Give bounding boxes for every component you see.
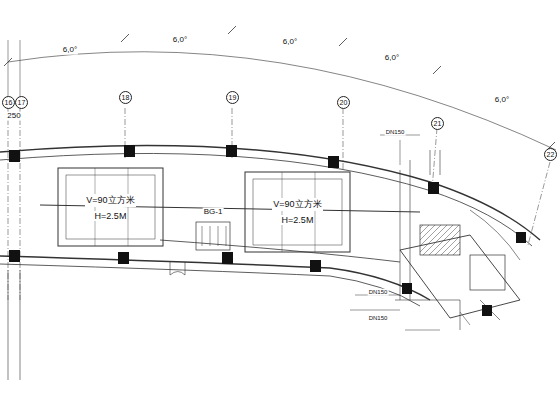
grid-axis-bubble: 20 — [337, 96, 350, 109]
grid-axis-bubble: 22 — [544, 148, 557, 161]
tank-spec: V=90立方米 — [272, 198, 322, 211]
grid-axis-bubble: 18 — [119, 91, 132, 104]
tank-spec: H=2.5M — [94, 211, 128, 221]
axis-number: 21 — [434, 120, 442, 127]
axis-number: 22 — [547, 151, 555, 158]
grid-axis-bubble: 19 — [226, 91, 239, 104]
pipe-size: DN150 — [368, 315, 389, 322]
grid-axis-bubble: 17 — [15, 96, 28, 109]
water-tank: V=90立方米 H=2.5M — [253, 186, 342, 236]
tank-spec: H=2.5M — [281, 215, 315, 225]
axis-number: 18 — [122, 94, 130, 101]
axis-number: 19 — [229, 94, 237, 101]
dimension-text: 6,0° — [282, 38, 298, 47]
axis-number: 20 — [340, 99, 348, 106]
pipe-size: DN150 — [385, 129, 406, 136]
dimension-text: 6,0° — [494, 96, 510, 105]
axis-number: 16 — [5, 99, 13, 106]
axis-number: 17 — [18, 99, 26, 106]
tank-spec: V=90立方米 — [85, 194, 135, 207]
dimension-text: 250 — [6, 112, 21, 121]
dimension-text: 6,0° — [62, 46, 78, 55]
dimension-text: 6,0° — [384, 54, 400, 63]
dimension-text: 6,0° — [172, 36, 188, 45]
grid-axis-bubble: 21 — [431, 117, 444, 130]
grid-axis-bubble: 16 — [2, 96, 15, 109]
water-tank: V=90立方米 H=2.5M — [66, 182, 155, 232]
pipe-size: DN150 — [368, 289, 389, 296]
equipment-tag: BG-1 — [203, 208, 224, 217]
